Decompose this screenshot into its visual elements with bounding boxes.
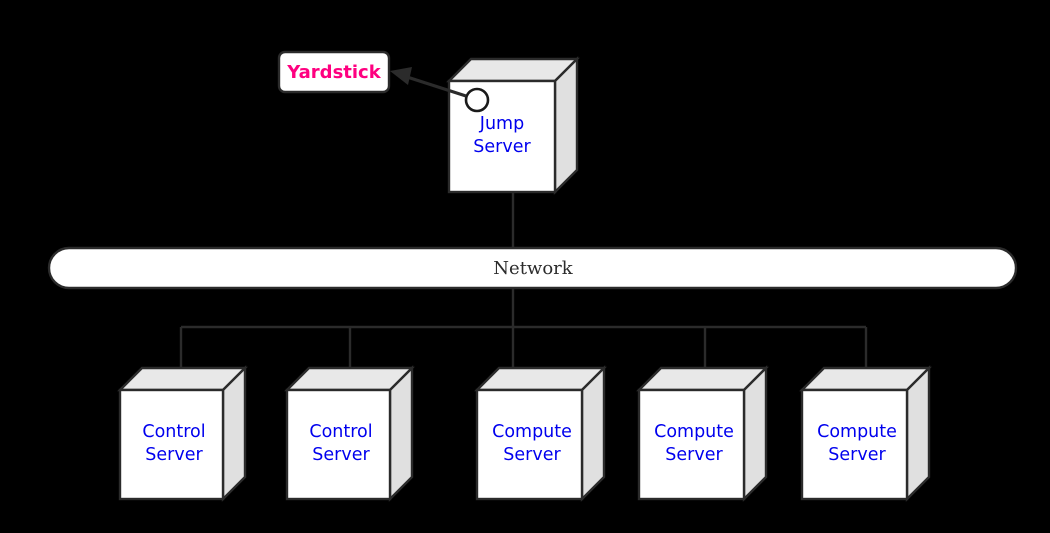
jump-server-label-line1: Jump — [479, 114, 524, 134]
server-5-label-line1: Compute — [817, 422, 897, 442]
server-node-3[interactable]: Compute Server — [474, 365, 607, 502]
server-4-box-front — [637, 388, 746, 501]
server-5-label-line2: Server — [828, 445, 886, 465]
server-4-label-line1: Compute — [654, 422, 734, 442]
yardstick-label: Yardstick — [286, 62, 381, 83]
server-2-box-front — [285, 388, 392, 501]
server-3-label-line2: Server — [503, 445, 561, 465]
server-1-box-side — [221, 365, 247, 502]
server-3-box-front — [475, 388, 584, 501]
server-4-label-line2: Server — [665, 445, 723, 465]
server-1-label-line2: Server — [145, 445, 203, 465]
arrow-shaft — [403, 74, 467, 98]
server-1-box-front — [118, 388, 225, 501]
server-node-1[interactable]: Control Server — [117, 365, 248, 502]
server-5-box-side — [905, 365, 931, 502]
jump-server-box-side — [553, 56, 579, 195]
server-3-box-side — [580, 365, 606, 502]
yardstick-box — [277, 50, 391, 94]
server-4-box-side — [742, 365, 768, 502]
jump-server-socket-icon — [464, 87, 490, 113]
network-bar — [47, 246, 1018, 290]
server-1-label-line1: Control — [142, 422, 205, 442]
server-node-2[interactable]: Control Server — [284, 365, 415, 502]
server-2-box-side — [388, 365, 414, 502]
yardstick-connection-arrow — [390, 67, 467, 98]
yardstick-node[interactable]: Yardstick — [277, 50, 391, 94]
jump-server-node[interactable]: Jump Server — [446, 56, 580, 195]
server-2-label-line2: Server — [312, 445, 370, 465]
server-node-4[interactable]: Compute Server — [636, 365, 769, 502]
server-2-label-line1: Control — [309, 422, 372, 442]
server-5-box-front — [800, 388, 909, 501]
network-bus-connector — [179, 288, 868, 370]
arrow-head-icon — [390, 67, 412, 85]
network-node[interactable]: Network — [47, 246, 1018, 290]
jump-server-label-line2: Server — [473, 137, 531, 157]
server-3-label-line1: Compute — [492, 422, 572, 442]
network-label: Network — [493, 258, 573, 279]
server-node-5[interactable]: Compute Server — [799, 365, 932, 502]
